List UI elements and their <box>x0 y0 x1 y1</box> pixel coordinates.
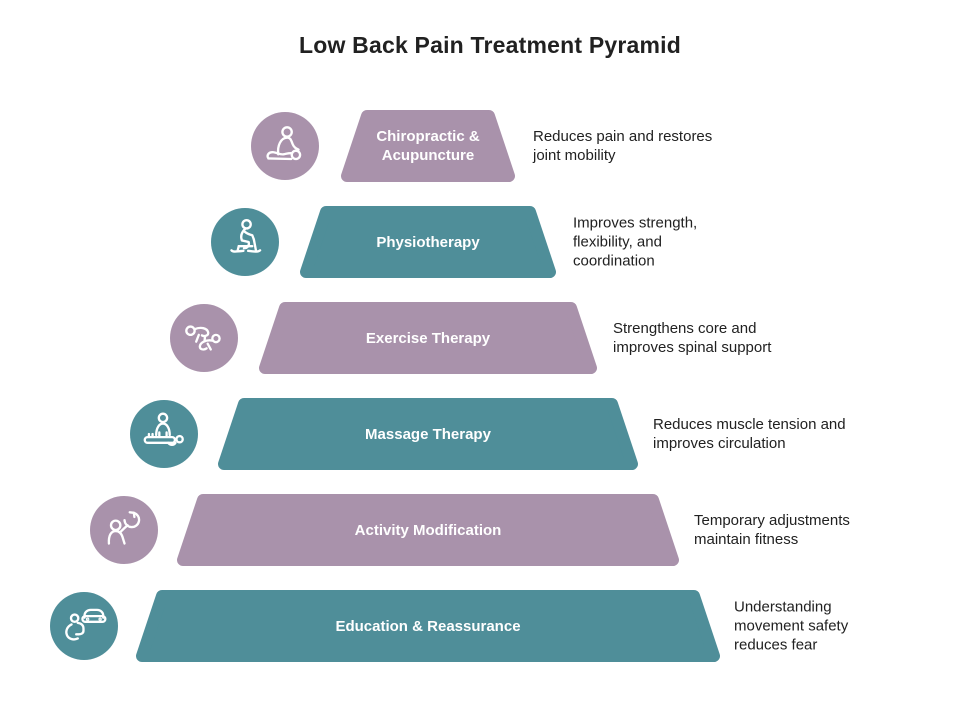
level-label: Chiropractic & Acupuncture <box>376 128 480 164</box>
page-title: Low Back Pain Treatment Pyramid <box>299 32 681 58</box>
level-description: Reduces pain and restores joint mobility <box>533 128 713 164</box>
wheelchair-car-icon <box>50 592 118 660</box>
massage-person-icon <box>251 112 319 180</box>
pyramid-level-education-reassurance: Education & Reassurance <box>135 590 721 662</box>
level-label: Education & Reassurance <box>335 617 521 635</box>
level-label: Massage Therapy <box>365 425 491 443</box>
level-description: Temporary adjustments maintain fitness <box>694 512 850 548</box>
massage-table-icon <box>130 400 198 468</box>
level-label: Exercise Therapy <box>365 329 491 347</box>
pyramid-level-activity-modification: Activity Modification <box>176 494 680 566</box>
exercise-bike-icon <box>211 208 279 276</box>
level-label: Physiotherapy <box>376 233 480 251</box>
person-rotate-arrow-icon <box>90 496 158 564</box>
level-description: Understanding movement safety reduces fe… <box>734 598 849 654</box>
level-description: Strengthens core and improves spinal sup… <box>613 320 772 356</box>
level-description: Improves strength, flexibility, and coor… <box>573 214 698 270</box>
level-label: Activity Modification <box>354 521 502 539</box>
pyramid-level-physiotherapy: Physiotherapy <box>299 206 557 278</box>
level-description: Reduces muscle tension and improves circ… <box>653 416 846 452</box>
pyramid-level-massage-therapy: Massage Therapy <box>217 398 639 470</box>
stretching-people-icon <box>170 304 238 372</box>
pyramid-level-exercise-therapy: Exercise Therapy <box>258 302 598 374</box>
pyramid-level-chiropractic-acupuncture: Chiropractic & Acupuncture <box>340 110 516 182</box>
